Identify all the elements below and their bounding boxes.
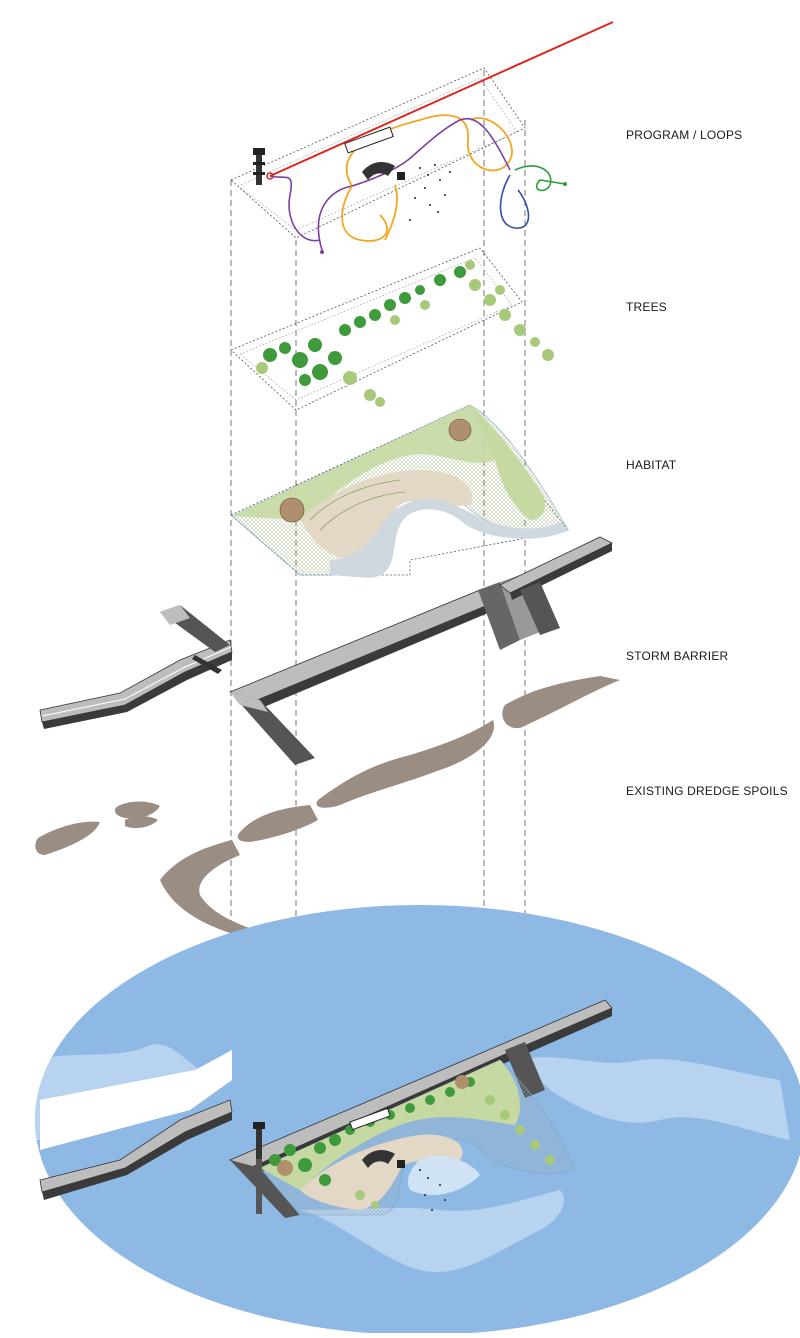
trees-layer bbox=[230, 247, 554, 411]
program-loops-layer bbox=[230, 21, 614, 254]
red-route-line bbox=[269, 21, 614, 177]
site-composite-base bbox=[35, 905, 800, 1335]
tree-canopies bbox=[263, 266, 466, 386]
habitat-layer bbox=[230, 404, 569, 578]
label-trees: TREES bbox=[626, 300, 668, 314]
label-existing-dredge-spoils: EXISTING DREDGE SPOILS bbox=[626, 784, 788, 798]
label-program-loops: PROGRAM / LOOPS bbox=[626, 128, 743, 142]
tower-icon bbox=[253, 148, 265, 185]
storm-barrier-layer bbox=[39, 536, 613, 765]
label-storm-barrier: STORM BARRIER bbox=[626, 649, 729, 663]
dredge-spoils-layer bbox=[35, 676, 620, 945]
label-habitat: HABITAT bbox=[626, 458, 677, 472]
base-tower-icon bbox=[253, 1122, 265, 1214]
